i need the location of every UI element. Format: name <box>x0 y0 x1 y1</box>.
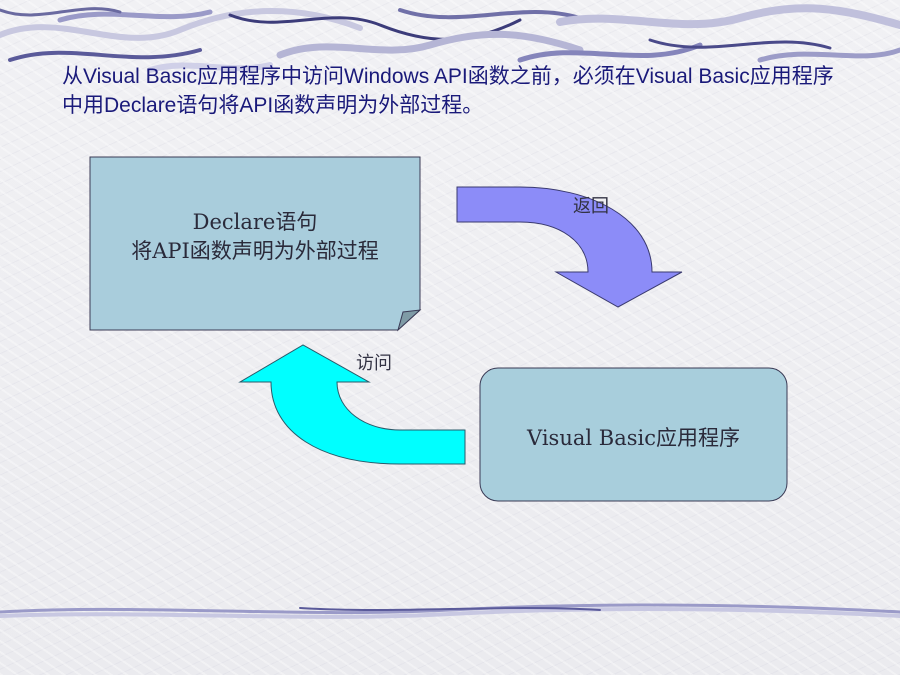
top-wave-decoration <box>0 4 900 73</box>
folded-corner <box>397 309 422 332</box>
declare-box-text: Declare语句 将API函数声明为外部过程 <box>90 208 420 266</box>
declare-line-1: Declare语句 <box>192 210 318 234</box>
curved-arrow-down-icon <box>456 186 683 308</box>
return-label: 返回 <box>573 196 609 217</box>
intro-text: 从Visual Basic应用程序中访问Windows API函数之前，必须在V… <box>62 65 834 117</box>
vb-app-box <box>479 367 788 502</box>
vb-box-label: Visual Basic应用程序 <box>527 426 740 450</box>
access-label: 访问 <box>356 353 392 374</box>
bottom-wave-decoration <box>0 603 900 619</box>
declare-line-2: 将API函数声明为外部过程 <box>131 239 379 263</box>
vb-box-text: Visual Basic应用程序 <box>480 424 787 453</box>
curved-arrow-up-icon <box>238 344 466 465</box>
